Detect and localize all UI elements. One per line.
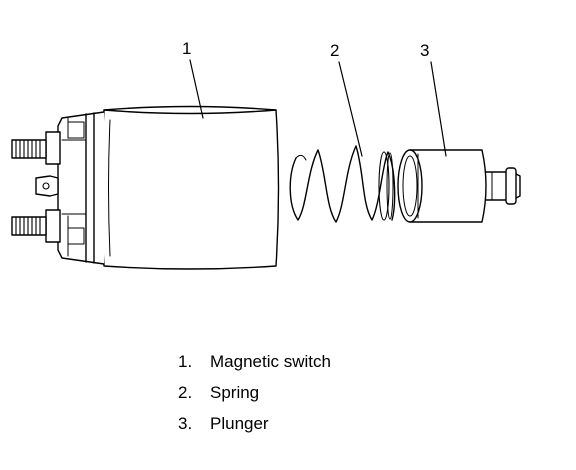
spade-terminal bbox=[35, 175, 59, 197]
legend-item: 3. Plunger bbox=[178, 408, 331, 439]
legend-item: 2. Spring bbox=[178, 377, 331, 408]
legend-label: Plunger bbox=[210, 413, 269, 433]
legend-label: Spring bbox=[210, 382, 260, 402]
legend-number: 1. bbox=[178, 351, 193, 371]
legend-item: 1. Magnetic switch bbox=[178, 346, 331, 377]
leader-line-1 bbox=[189, 59, 204, 119]
callout-1: 1 bbox=[182, 39, 191, 58]
parts-legend: 1. Magnetic switch 2. Spring 3. Plunger bbox=[178, 346, 331, 439]
spring bbox=[289, 145, 396, 223]
legend-number: 3. bbox=[178, 413, 193, 433]
plunger-body bbox=[397, 149, 487, 223]
lower-terminal-stud bbox=[11, 209, 61, 243]
callout-2: 2 bbox=[330, 41, 339, 60]
plunger-shaft bbox=[485, 167, 521, 205]
legend-number: 2. bbox=[178, 382, 193, 402]
switch-cap bbox=[57, 111, 105, 265]
legend-label: Magnetic switch bbox=[210, 351, 331, 371]
leader-line-3 bbox=[430, 61, 447, 157]
leader-line-2 bbox=[338, 61, 363, 157]
plunger bbox=[397, 149, 521, 223]
upper-terminal-stud bbox=[11, 131, 61, 165]
callout-3: 3 bbox=[420, 41, 429, 60]
magnetic-switch bbox=[11, 105, 280, 270]
switch-body bbox=[100, 105, 280, 270]
